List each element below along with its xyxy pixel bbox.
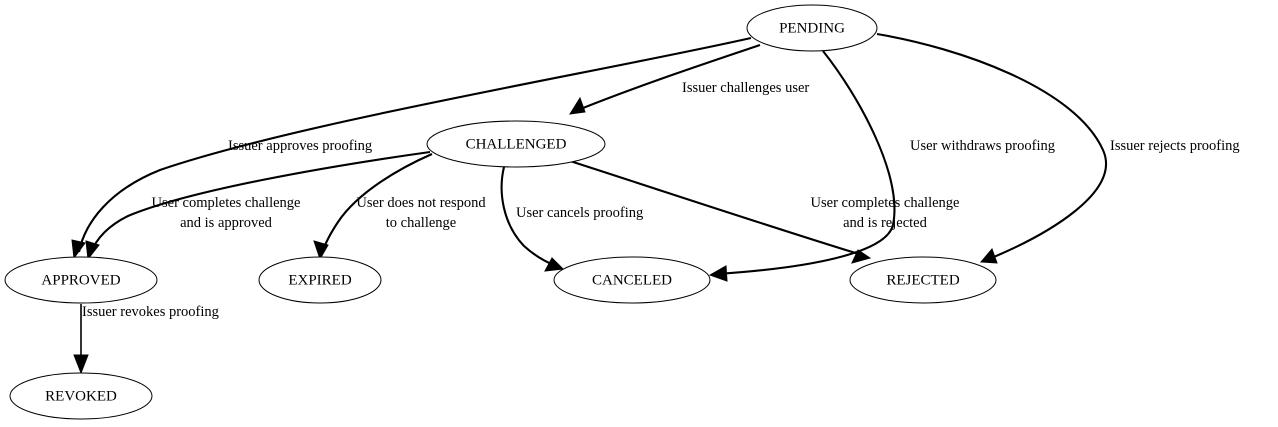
edge-label-approved-revoked: Issuer revokes proofing	[82, 304, 219, 320]
edge-pending-rejected-path	[876, 32, 1107, 260]
edge-pending-approved-path	[77, 36, 752, 253]
node-revoked-label: REVOKED	[45, 388, 117, 404]
edge-pending-approved-arrowhead	[71, 239, 86, 260]
edge-challenged-approved-path	[90, 150, 431, 254]
node-canceled-shape[interactable]	[553, 256, 711, 304]
edge-label-pending-challenged: Issuer challenges user	[682, 80, 809, 96]
node-expired-label: EXPIRED	[288, 272, 352, 288]
edge-label-challenged-approved-line2: and is approved	[180, 215, 273, 231]
node-approved-label: APPROVED	[41, 272, 120, 288]
node-expired-shape[interactable]	[258, 256, 382, 304]
edge-challenged-approved-arrowhead	[85, 240, 100, 261]
edge-challenged-rejected-arrowhead	[851, 249, 872, 264]
edge-challenged-rejected-path	[569, 160, 863, 257]
edge-label-pending-canceled: User withdraws proofing	[910, 138, 1055, 154]
edge-pending-challenged	[569, 44, 761, 115]
edge-pending-canceled-path	[717, 50, 896, 276]
edge-pending-challenged-path	[577, 44, 761, 111]
node-pending[interactable]: PENDING	[746, 4, 878, 52]
edge-pending-challenged-arrowhead	[569, 96, 586, 115]
edge-challenged-expired-path	[321, 153, 433, 254]
node-challenged[interactable]: CHALLENGED	[426, 120, 606, 168]
edge-label-challenged-expired-line2: to challenge	[386, 215, 456, 231]
node-canceled[interactable]: CANCELED	[553, 256, 711, 304]
edge-challenged-expired	[313, 153, 433, 261]
edge-challenged-expired-arrowhead	[313, 240, 329, 261]
node-rejected-shape[interactable]	[849, 256, 997, 304]
node-pending-shape[interactable]	[746, 4, 878, 52]
node-rejected-label: REJECTED	[886, 272, 959, 288]
node-challenged-label: CHALLENGED	[466, 136, 567, 152]
edge-challenged-rejected	[569, 160, 872, 264]
edge-pending-canceled	[708, 50, 896, 282]
node-revoked[interactable]: REVOKED	[9, 372, 153, 420]
edge-pending-canceled-arrowhead	[708, 265, 728, 282]
edge-challenged-canceled-arrowhead	[544, 257, 565, 272]
node-rejected[interactable]: REJECTED	[849, 256, 997, 304]
edge-approved-revoked-arrowhead	[73, 354, 89, 375]
edge-challenged-canceled	[500, 166, 565, 272]
node-approved[interactable]: APPROVED	[4, 256, 158, 304]
edge-pending-rejected-arrowhead	[979, 248, 998, 264]
edge-challenged-approved	[85, 150, 431, 261]
edge-label-challenged-expired-line1: User does not respond	[356, 195, 486, 211]
edge-label-challenged-approved-line1: User completes challenge	[152, 195, 301, 211]
node-pending-label: PENDING	[779, 20, 845, 36]
node-canceled-label: CANCELED	[592, 272, 672, 288]
node-revoked-shape[interactable]	[9, 372, 153, 420]
edge-label-pending-rejected: Issuer rejects proofing	[1110, 138, 1240, 154]
edge-challenged-canceled-path	[500, 166, 557, 267]
edge-pending-approved	[71, 36, 752, 260]
edge-approved-revoked	[73, 304, 89, 375]
node-challenged-shape[interactable]	[426, 120, 606, 168]
edge-label-challenged-rejected-line1: User completes challenge	[811, 195, 960, 211]
node-approved-shape[interactable]	[4, 256, 158, 304]
edge-label-pending-approved: Issuer approves proofing	[228, 138, 372, 154]
edge-label-challenged-rejected-line2: and is rejected	[843, 215, 927, 231]
edge-label-challenged-canceled: User cancels proofing	[516, 205, 643, 221]
node-expired[interactable]: EXPIRED	[258, 256, 382, 304]
edge-pending-rejected	[876, 32, 1107, 264]
